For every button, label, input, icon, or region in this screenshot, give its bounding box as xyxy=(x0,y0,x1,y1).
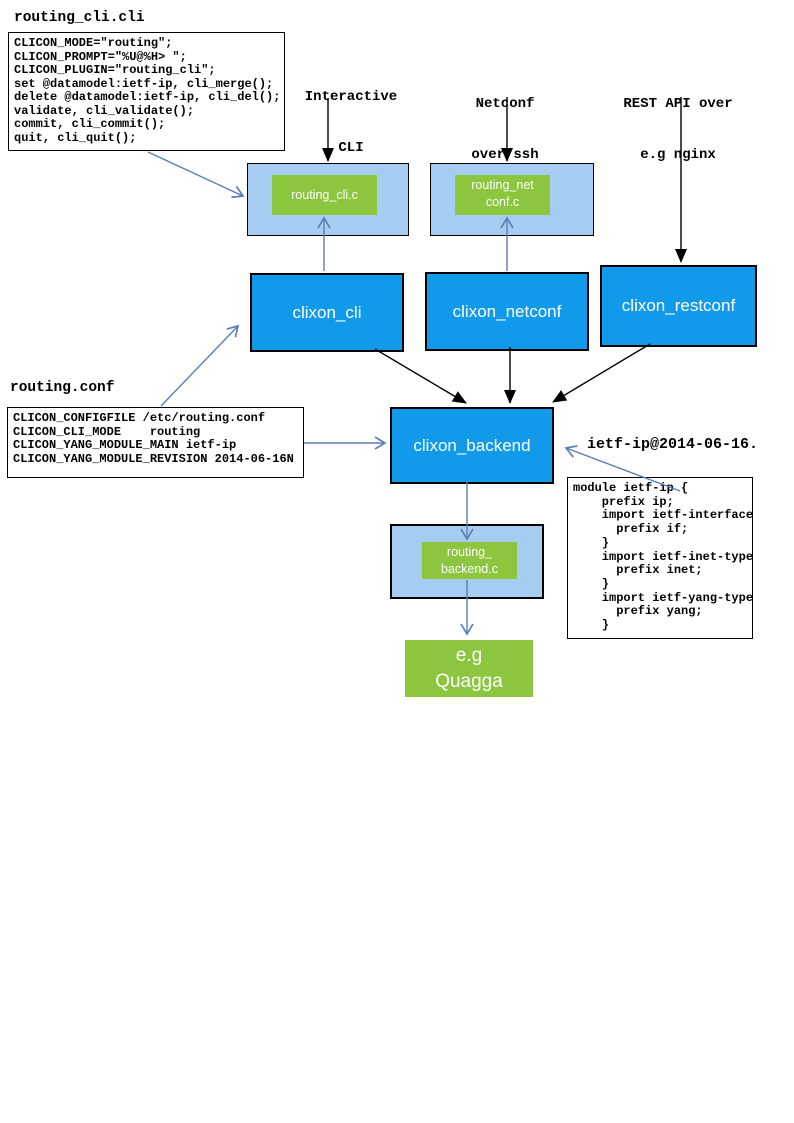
routing-cli-plugin-box: routing_cli.c xyxy=(272,175,377,215)
routing-cli-file-title: routing_cli.cli xyxy=(14,10,145,26)
clixon-backend-label: clixon_backend xyxy=(413,435,531,455)
routing-conf-file-title: routing.conf xyxy=(10,380,115,396)
code-line: CLICON_MODE="routing"; xyxy=(14,36,173,50)
code-line: prefix inet; xyxy=(573,563,703,578)
netconf-line1: Netconf xyxy=(475,96,535,112)
netconf-line2: over ssh xyxy=(471,147,539,163)
routing-netconf-plugin-box: routing_net conf.c xyxy=(455,175,550,215)
rest-api-label: REST API over e.g nginx xyxy=(607,62,749,181)
code-line: quit, cli_quit(); xyxy=(14,130,137,145)
arrow-restconf-to-backend xyxy=(552,343,651,403)
code-line: delete @datamodel:ietf-ip, cli_del(); xyxy=(14,90,281,104)
clixon-restconf-box: clixon_restconf xyxy=(600,265,757,347)
code-line: CLICON_CLI_MODE routing xyxy=(13,424,201,439)
quagga-line1: e.g xyxy=(455,645,483,666)
code-line: } xyxy=(573,576,610,591)
clixon-restconf-label: clixon_restconf xyxy=(621,296,736,315)
arrow-cli-to-backend xyxy=(374,348,467,404)
yang-file-title: ietf-ip@2014-06-16. xyxy=(587,436,759,453)
arrow-routing-cli-file-to-plugin xyxy=(147,151,245,199)
code-line: set @datamodel:ietf-ip, cli_merge(); xyxy=(14,76,274,91)
quagga-box: e.g Quagga xyxy=(405,640,533,697)
routing-conf-code-box: CLICON_CONFIGFILE /etc/routing.conf CLIC… xyxy=(7,407,304,478)
code-line: prefix if; xyxy=(573,522,689,537)
code-line: import ietf-yang-type xyxy=(573,590,753,605)
code-line: CLICON_YANG_MODULE_MAIN ietf-ip xyxy=(13,438,237,452)
interactive-cli-line2: CLI xyxy=(338,140,364,156)
routing-backend-plugin-line1: routing_ xyxy=(446,545,493,559)
code-line: import ietf-interface xyxy=(573,508,753,523)
code-line: prefix ip; xyxy=(573,494,674,509)
clixon-cli-label: clixon_cli xyxy=(292,302,362,322)
interactive-cli-line1: Interactive xyxy=(304,89,398,105)
routing-backend-plugin-line2: backend.c xyxy=(441,561,498,576)
code-line: CLICON_YANG_MODULE_REVISION 2014-06-16N xyxy=(13,451,294,466)
clixon-backend-box: clixon_backend xyxy=(390,407,554,484)
netconf-over-ssh-label: Netconf over ssh xyxy=(434,62,576,181)
routing-netconf-plugin-line2: conf.c xyxy=(485,195,520,209)
rest-api-line2: e.g nginx xyxy=(640,147,716,163)
rest-api-line1: REST API over xyxy=(623,96,733,112)
interactive-cli-label: Interactive CLI xyxy=(280,55,422,174)
clixon-netconf-box: clixon_netconf xyxy=(425,272,589,351)
routing-cli-code-box: CLICON_MODE="routing"; CLICON_PROMPT="%U… xyxy=(8,32,285,151)
quagga-line2: Quagga xyxy=(435,671,503,692)
routing-backend-plugin-box: routing_ backend.c xyxy=(422,542,517,579)
code-line: validate, cli_validate(); xyxy=(14,103,195,118)
code-line: prefix yang; xyxy=(573,604,703,619)
code-line: CLICON_PROMPT="%U@%H> "; xyxy=(14,49,187,64)
arrow-routing-conf-to-clixon-cli xyxy=(160,324,240,407)
clixon-netconf-label: clixon_netconf xyxy=(452,301,562,321)
clixon-cli-box: clixon_cli xyxy=(250,273,404,352)
code-line: } xyxy=(573,535,610,550)
yang-module-code-box: module ietf-ip { prefix ip; import ietf-… xyxy=(567,477,753,639)
code-line: CLICON_PLUGIN="routing_cli"; xyxy=(14,63,216,77)
code-line: } xyxy=(573,618,610,633)
code-line: CLICON_CONFIGFILE /etc/routing.conf xyxy=(13,411,266,425)
code-line: commit, cli_commit(); xyxy=(14,117,166,131)
routing-netconf-plugin-line1: routing_net xyxy=(471,178,534,192)
code-line: import ietf-inet-type xyxy=(573,549,753,564)
routing-cli-plugin-label: routing_cli.c xyxy=(291,188,358,202)
code-line: module ietf-ip { xyxy=(573,481,689,495)
